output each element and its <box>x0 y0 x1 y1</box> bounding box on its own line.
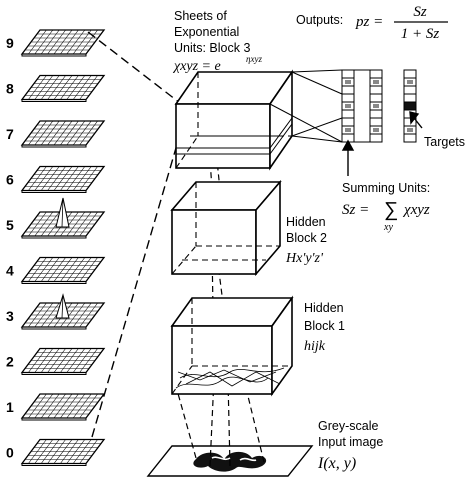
sheet-0 <box>20 438 106 466</box>
sheet-1 <box>20 393 106 421</box>
sheet-number-4: 4 <box>6 263 14 279</box>
input-variable: I(x, y) <box>317 455 356 472</box>
sheet-5 <box>20 197 106 239</box>
output-unit-cell <box>369 109 383 119</box>
hidden2-label-line2: Block 2 <box>286 231 327 245</box>
block3-label: Sheets of Exponential Units: Block 3 χxy… <box>172 9 262 74</box>
summing-unit-cell <box>341 93 355 103</box>
exponential-block-3 <box>174 69 294 171</box>
outputs-label: Outputs: pz = Sz 1 + Sz <box>296 4 448 42</box>
output-unit-cell <box>369 117 383 127</box>
output-unit-shade <box>373 104 379 108</box>
outputs-formula-numerator: Sz <box>413 4 427 20</box>
block3-label-line1: Sheets of <box>174 9 227 23</box>
summing-unit-shade <box>345 104 351 108</box>
sheet-4 <box>20 256 106 284</box>
sheet-number-7: 7 <box>6 126 14 142</box>
target-unit-cell <box>403 133 417 143</box>
summing-unit-cell <box>341 85 355 95</box>
sheet-number-2: 2 <box>6 354 14 370</box>
summing-unit-cell <box>341 109 355 119</box>
summing-label: Summing Units: Sz = ∑ xy χxyz <box>342 181 430 233</box>
output-unit-shade <box>373 80 379 84</box>
sheet-number-3: 3 <box>6 308 14 324</box>
column-links <box>354 69 370 143</box>
sheet-3 <box>20 293 106 330</box>
hidden1-label: Hidden Block 1 hijk <box>304 301 345 354</box>
outputs-label-text: Outputs: <box>296 13 343 27</box>
target-unit-shade <box>407 128 413 132</box>
summing-formula-index: xy <box>383 222 393 233</box>
target-unit-cell <box>403 101 417 111</box>
sheet-2 <box>20 347 106 375</box>
block3-to-output-lines <box>269 69 343 143</box>
summing-unit-cell <box>341 117 355 127</box>
sheet-number-column: 0 1 2 3 4 5 6 7 8 9 <box>6 35 14 461</box>
sheet-number-0: 0 <box>6 445 14 461</box>
block3-formula: χxyz = e <box>172 59 221 74</box>
hidden-block-1 <box>170 295 294 397</box>
output-unit-shade <box>373 128 379 132</box>
targets-label: Targets <box>424 135 465 149</box>
target-unit-cell <box>403 69 417 79</box>
target-column <box>403 69 417 143</box>
summing-formula-sigma: ∑ <box>384 199 398 221</box>
block3-label-line3: Units: Block 3 <box>174 41 250 55</box>
output-unit-cell <box>369 85 383 95</box>
sheet-number-1: 1 <box>6 399 14 415</box>
target-unit-cell <box>403 93 417 103</box>
sheet-6 <box>20 165 106 193</box>
sheet-9 <box>20 29 106 57</box>
target-unit-cell <box>403 85 417 95</box>
sheet-connectors <box>87 31 181 438</box>
hidden1-label-line2: Block 1 <box>304 319 345 333</box>
summing-unit-cell <box>341 69 355 79</box>
summing-formula-lhs: Sz = <box>342 202 369 218</box>
input-label-line2: Input image <box>318 435 383 449</box>
hidden2-label: Hidden Block 2 Hx'y'z' <box>285 215 327 266</box>
hidden2-variable: Hx'y'z' <box>285 251 324 266</box>
input-label-line1: Grey-scale <box>318 419 378 433</box>
sheet-number-8: 8 <box>6 81 14 97</box>
annotation-arrows <box>341 111 423 176</box>
hidden2-label-line1: Hidden <box>286 215 326 229</box>
outputs-formula-lhs: pz = <box>355 14 383 30</box>
block3-formula-exponent: ηxyz <box>246 54 262 64</box>
output-unit-column <box>369 69 383 143</box>
sheet-number-9: 9 <box>6 35 14 51</box>
sheet-8 <box>20 74 106 102</box>
output-unit-cell <box>369 69 383 79</box>
block3-label-line2: Exponential <box>174 25 239 39</box>
summing-unit-shade <box>345 128 351 132</box>
input-label: Grey-scale Input image I(x, y) <box>317 419 383 472</box>
sheet-stack <box>20 29 106 466</box>
output-unit-cell <box>369 133 383 143</box>
summing-label-text: Summing Units: <box>342 181 430 195</box>
hidden1-variable: hijk <box>304 339 326 354</box>
hidden-block-2 <box>170 179 282 277</box>
hidden1-label-line1: Hidden <box>304 301 344 315</box>
target-unit-shade <box>407 80 413 84</box>
outputs-formula-denominator: 1 + Sz <box>401 26 440 42</box>
output-unit-cell <box>369 93 383 103</box>
sheet-7 <box>20 120 106 148</box>
sheet-number-6: 6 <box>6 172 14 188</box>
summing-unit-column <box>341 69 355 143</box>
summing-unit-shade <box>345 80 351 84</box>
summing-formula-term: χxyz <box>402 202 430 218</box>
sheet-number-5: 5 <box>6 217 14 233</box>
